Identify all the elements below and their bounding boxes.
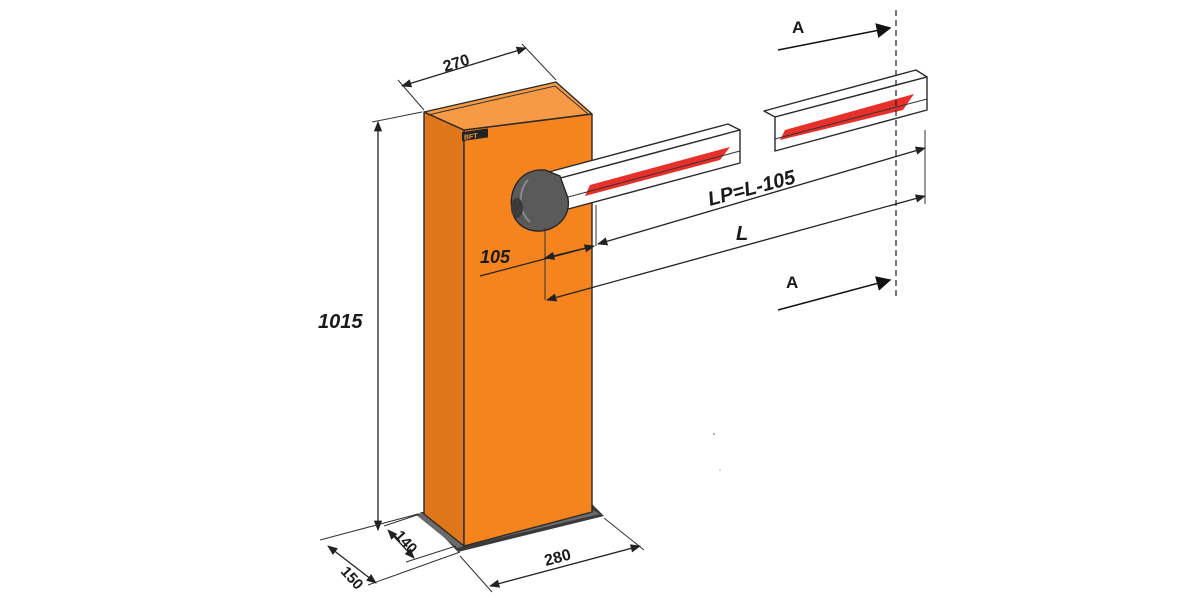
dim-base-depth-inner-label: 140 [391,527,420,557]
dim-height [371,111,423,532]
dim-width-top [397,43,557,111]
section-label-top: A [792,18,804,37]
dim-length [545,190,927,302]
dim-base-depth-outer-label: 150 [337,563,366,593]
beam-far [763,69,928,152]
housing-side [423,111,465,547]
dim-base-depth [319,513,461,586]
dim-length-label: L [736,223,748,245]
dim-width-top-label: 270 [441,52,472,76]
dim-offset-label: 105 [480,247,511,267]
dim-usable-length-label: LP=L-105 [706,166,799,211]
section-label-bottom: A [786,273,798,292]
motor-cap [510,169,570,232]
dim-usable-length [597,130,926,246]
section-arrow-top [777,23,892,51]
brand-logo-icon: BFT [462,128,488,142]
housing-bevel [427,85,589,116]
dim-height-label: 1015 [318,311,363,333]
dim-base-width-label: 280 [543,547,573,570]
housing-top [423,81,593,131]
dim-base-width [459,517,645,593]
svg-text:BFT: BFT [464,133,478,142]
